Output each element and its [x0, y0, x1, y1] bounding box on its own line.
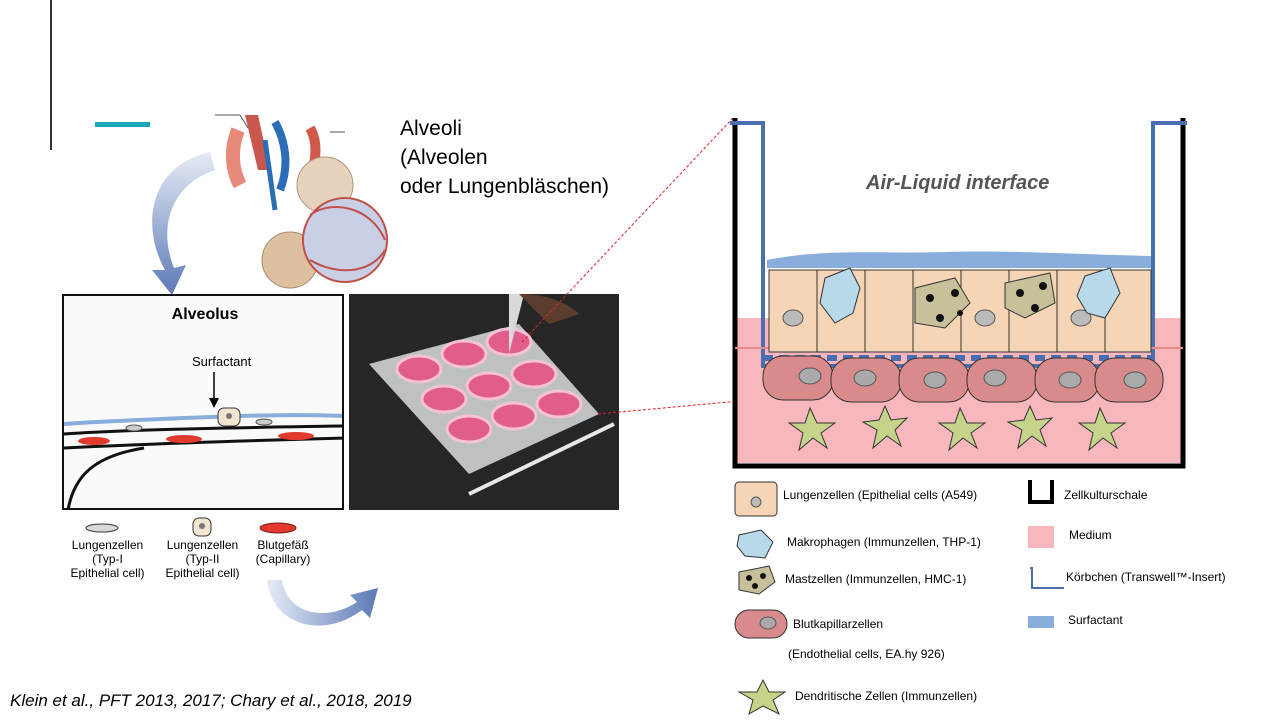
- type-i-cell-icon: [85, 523, 119, 533]
- capillary-icon: [259, 522, 297, 534]
- mast-cell-icon: [738, 565, 776, 595]
- alveoli-title-line: Alveoli: [400, 117, 462, 140]
- curved-arrow-down-icon: [152, 152, 215, 295]
- culture-dish-outline: [732, 118, 1186, 469]
- alveoli-title-line: (Alveolen: [400, 146, 488, 169]
- ali-legend-right-icons: [1028, 480, 1064, 628]
- ali-title: Air-Liquid interface: [866, 172, 1050, 194]
- cell-label-line: Blutgefäß: [257, 538, 309, 552]
- teal-accent-bar: [95, 122, 150, 127]
- legend-epithelial: Lungenzellen (Epithelial cells (A549): [783, 488, 978, 502]
- bronchus-shape: [245, 115, 270, 170]
- cell-label-line: Epithelial cell): [165, 566, 240, 580]
- slide-left-bar: [50, 0, 52, 150]
- citation: Klein et al., PFT 2013, 2017; Chary et a…: [10, 691, 412, 710]
- legend-dendritic: Dendritische Zellen (Immunzellen): [795, 689, 978, 703]
- well-plate-illustration: [349, 294, 619, 510]
- surfactant-arrow-icon: [209, 398, 219, 408]
- dendritic-cell-icon: [737, 678, 787, 716]
- legend-dish: Zellkulturschale: [1064, 488, 1148, 502]
- legend-mast-cell: Mastzellen (Immunzellen, HMC-1): [785, 572, 967, 586]
- alveolus-legend-icons: [85, 517, 297, 537]
- cell-label-line: (Capillary): [255, 552, 311, 566]
- cell-label-line: Lungenzellen: [71, 538, 144, 552]
- cell-label-line: (Typ-II: [185, 552, 220, 566]
- macrophage-icon: [736, 529, 774, 559]
- cell-label-type-ii: Lungenzellen (Typ-II Epithelial cell): [155, 538, 250, 580]
- surfactant-icon: [1028, 616, 1054, 628]
- macrophage-shape: [1076, 267, 1121, 319]
- curved-arrow-up: [267, 580, 378, 626]
- cell-label-capillary: Blutgefäß (Capillary): [238, 538, 328, 566]
- surfactant-layer: [767, 251, 1151, 268]
- legend-endothelial-sub: (Endothelial cells, EA.hy 926): [788, 647, 945, 661]
- cell-label-line: Epithelial cell): [70, 566, 145, 580]
- well-plate-photo: [349, 294, 619, 510]
- cell-label-line: (Typ-I: [92, 552, 123, 566]
- alveoli-title: Alveoli (Alveolen oder Lungenbläschen): [400, 114, 660, 201]
- legend-surfactant: Surfactant: [1068, 613, 1123, 627]
- culture-dish-icon: [1028, 480, 1054, 504]
- surfactant-label: Surfactant: [192, 354, 252, 369]
- medium-icon: [1028, 526, 1054, 548]
- alveolus-panel: Alveolus Surfactant: [62, 294, 344, 510]
- legend-medium: Medium: [1069, 528, 1112, 542]
- legend-macrophage: Makrophagen (Immunzellen, THP-1): [787, 535, 981, 549]
- transwell-icon: [1030, 567, 1064, 589]
- ali-diagram: [730, 118, 1187, 469]
- alveoli-title-line: oder Lungenbläschen): [400, 175, 609, 198]
- legend-endothelial: Blutkapillarzellen: [793, 617, 884, 631]
- cell-label-line: Lungenzellen: [166, 538, 239, 552]
- legend-insert: Körbchen (Transwell™-Insert): [1066, 570, 1226, 584]
- lung-illustration: [152, 114, 388, 295]
- macrophage-shape: [819, 267, 861, 324]
- curved-arrow-up-icon: [267, 580, 378, 626]
- cell-label-type-i: Lungenzellen (Typ-I Epithelial cell): [60, 538, 155, 580]
- ali-legend-icons: [734, 481, 788, 716]
- alveolus-title: Alveolus: [171, 306, 239, 323]
- alveolus-cross-section: [64, 372, 342, 508]
